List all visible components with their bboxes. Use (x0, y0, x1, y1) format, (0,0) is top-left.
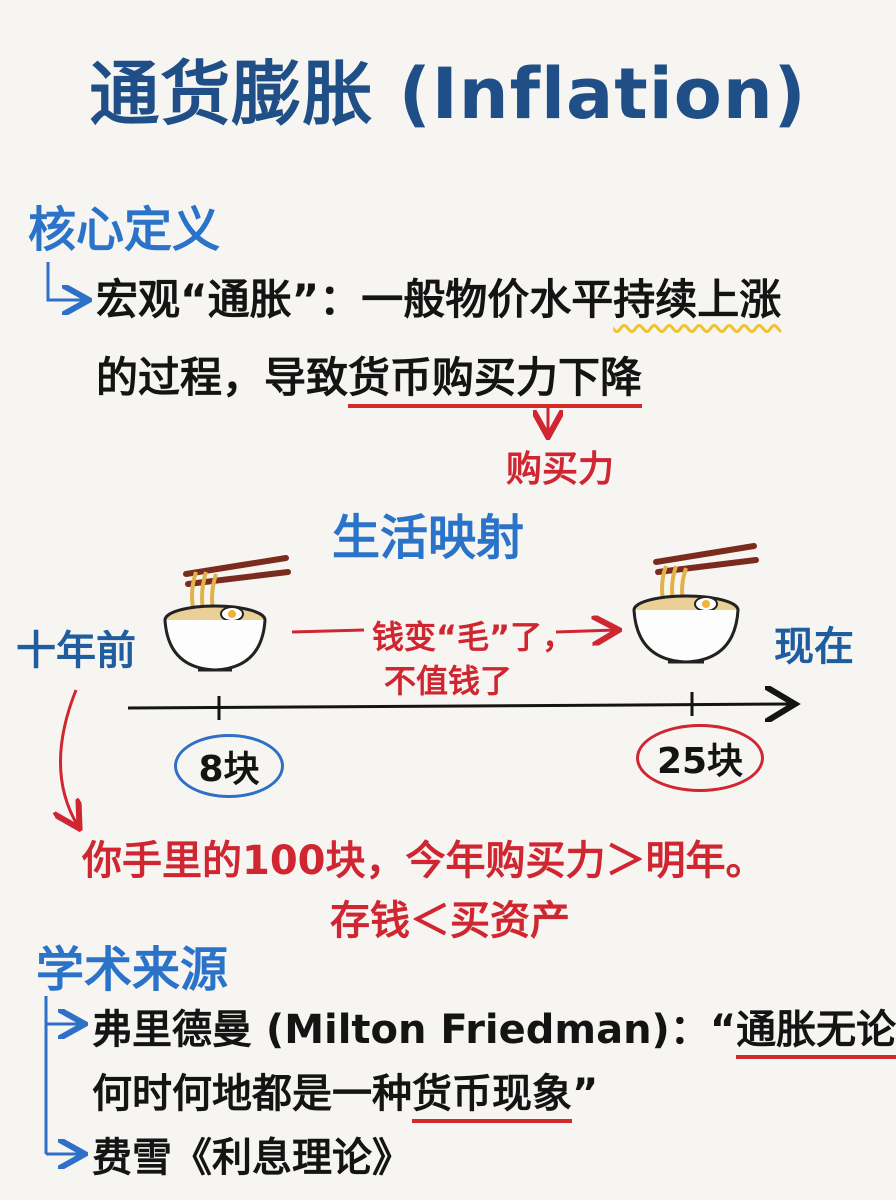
sources-heading: 学术来源 (36, 942, 229, 998)
definition-emphasis-wavy: 持续上涨 (613, 275, 782, 324)
now-label: 现在 (774, 624, 854, 670)
red-arrow-left-segment (291, 628, 365, 634)
friedman-line-1: 弗里德曼 (Milton Friedman)：“通胀无论 (92, 998, 896, 1062)
chopsticks-icon (183, 555, 289, 577)
friedman-line-2: 何时何地都是一种货币现象” (92, 1062, 598, 1126)
friedman-text-2: 何时何地都是一种 (92, 1071, 412, 1117)
definition-line-1: 宏观“通胀”：一般物价水平持续上涨 (96, 268, 781, 332)
friedman-text-1: 弗里德曼 (Milton Friedman)：“ (92, 1007, 737, 1053)
noodle-bowl-icon-before (163, 555, 291, 672)
advice-text: 存钱＜买资产 (330, 898, 570, 944)
definition-heading: 核心定义 (28, 202, 221, 258)
red-arrow-icon (555, 630, 616, 632)
middle-text-2: 不值钱了 (384, 662, 513, 700)
friedman-close-quote: ” (572, 1071, 599, 1117)
friedman-emphasis-2: 货币现象 (412, 1071, 572, 1123)
definition-emphasis-underline: 货币购买力下降 (348, 353, 643, 408)
purchasing-power-annotation: 购买力 (506, 449, 615, 490)
price-before-oval: 8块 (174, 734, 284, 798)
definition-line-2: 的过程，导致货币购买力下降 (96, 346, 643, 410)
curved-arrow-icon (60, 689, 78, 826)
conclusion-text: 你手里的100块，今年购买力＞明年。 (82, 838, 766, 884)
fisher-source: 费雪《利息理论》 (92, 1135, 412, 1181)
noodle-bowl-icon-now (632, 543, 759, 664)
life-heading: 生活映射 (332, 510, 525, 566)
friedman-emphasis-1: 通胀无论 (736, 1007, 896, 1059)
definition-line-2-text: 的过程，导致 (96, 353, 349, 402)
timeline-arrow-icon (127, 704, 792, 708)
definition-arrow-icon (46, 262, 86, 300)
price-now: 25块 (656, 741, 744, 782)
middle-text-1: 钱变“毛”了， (372, 618, 575, 656)
price-now-oval: 25块 (636, 724, 764, 792)
before-label: 十年前 (16, 628, 136, 674)
price-before: 8块 (198, 749, 260, 790)
page-title: 通货膨胀 (Inflation) (89, 53, 807, 135)
definition-line-1-text: 宏观“通胀”：一般物价水平 (96, 275, 614, 324)
